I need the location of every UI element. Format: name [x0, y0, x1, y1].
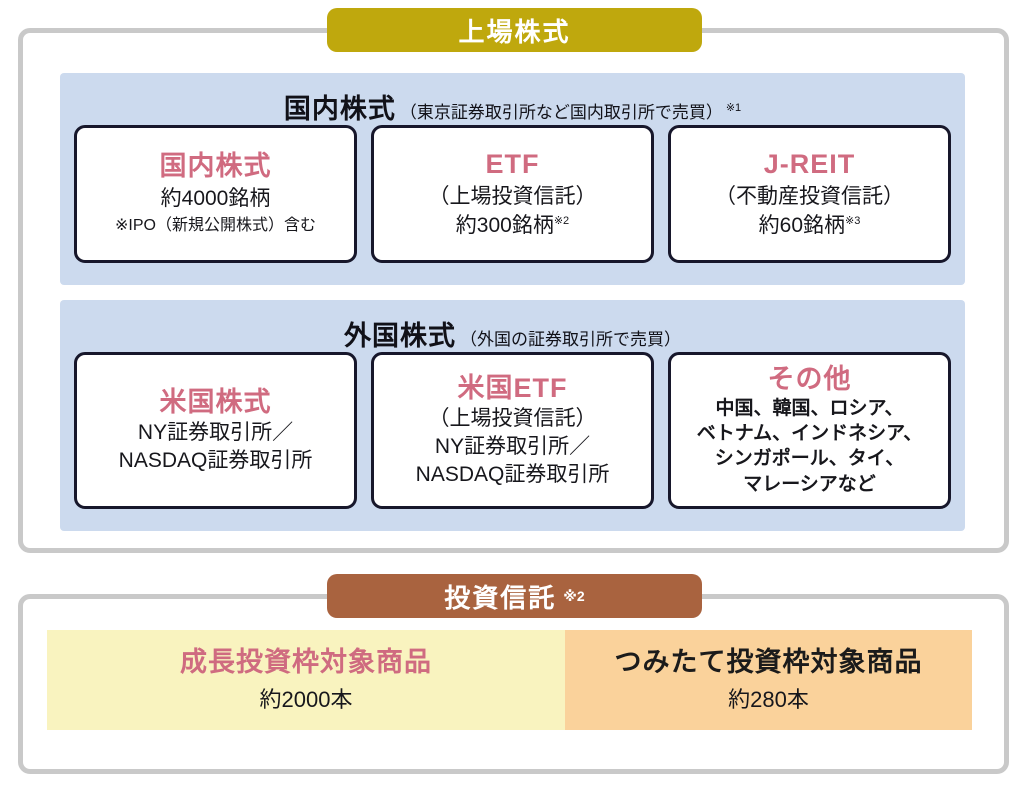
domestic-stocks-header: 国内株式 （東京証券取引所など国内取引所で売買） ※1: [60, 73, 965, 125]
growth-investment-count: 約2000本: [259, 686, 353, 712]
card-count-footnote-marker: ※2: [553, 214, 570, 227]
card-line-description: （上場投資信託）: [428, 407, 597, 431]
foreign-stocks-header: 外国株式 （外国の証券取引所で売買）: [60, 300, 965, 352]
card-line-exchange-1: NY証券取引所／: [137, 421, 294, 445]
card-line-exchange-2: NASDAQ証券取引所: [415, 463, 610, 487]
card-domestic-stocks[interactable]: 国内株式 約4000銘柄 ※IPO（新規公開株式）含む: [74, 125, 357, 263]
card-us-stocks[interactable]: 米国株式 NY証券取引所／ NASDAQ証券取引所: [74, 352, 357, 509]
domestic-stocks-title: 国内株式: [283, 94, 396, 124]
card-line-count: 約4000銘柄: [160, 186, 271, 210]
listed-stocks-section: 国内株式 （東京証券取引所など国内取引所で売買） ※1 国内株式 約4000銘柄…: [18, 28, 1009, 553]
card-line-count: 約60銘柄※3: [759, 212, 861, 239]
listed-stocks-badge: 上場株式: [327, 8, 702, 52]
card-count-footnote-marker: ※3: [845, 214, 861, 227]
card-count-text: 約300銘柄: [455, 213, 554, 237]
foreign-stocks-group: 外国株式 （外国の証券取引所で売買） 米国株式 NY証券取引所／ NASDAQ証…: [60, 300, 965, 531]
card-line-description: （上場投資信託）: [428, 184, 597, 208]
card-other-countries[interactable]: その他 中国、韓国、ロシア、 ベトナム、インドネシア、 シンガポール、タイ、 マ…: [668, 352, 951, 509]
card-title: J-REIT: [763, 148, 856, 179]
card-title: ETF: [485, 148, 540, 179]
tsumitate-investment-title: つみたて投資枠対象商品: [614, 647, 923, 678]
foreign-stocks-subtitle: （外国の証券取引所で売買）: [460, 330, 681, 349]
investment-trust-panels: 成長投資枠対象商品 約2000本 つみたて投資枠対象商品 約280本: [47, 630, 972, 730]
card-title: 米国ETF: [457, 372, 568, 403]
domestic-stocks-card-row: 国内株式 約4000銘柄 ※IPO（新規公開株式）含む ETF （上場投資信託）…: [60, 125, 965, 263]
domestic-stocks-subtitle: （東京証券取引所など国内取引所で売買）: [399, 103, 723, 122]
listed-stocks-badge-label: 上場株式: [458, 16, 571, 47]
card-count-text: 約60銘柄: [758, 213, 845, 237]
growth-investment-panel[interactable]: 成長投資枠対象商品 約2000本: [47, 630, 565, 730]
card-line-countries-1: 中国、韓国、ロシア、: [715, 397, 904, 419]
investment-trust-badge-label: 投資信託: [444, 582, 557, 613]
growth-investment-title: 成長投資枠対象商品: [180, 647, 432, 678]
investment-trust-section: 成長投資枠対象商品 約2000本 つみたて投資枠対象商品 約280本: [18, 594, 1009, 774]
foreign-stocks-card-row: 米国株式 NY証券取引所／ NASDAQ証券取引所 米国ETF （上場投資信託）…: [60, 352, 965, 509]
card-line-note: ※IPO（新規公開株式）含む: [115, 217, 316, 235]
investment-trust-badge-footnote-marker: ※2: [563, 587, 585, 604]
card-title: その他: [767, 363, 852, 394]
card-line-count: 約300銘柄※2: [456, 212, 569, 239]
card-line-countries-2: ベトナム、インドネシア、: [696, 423, 923, 445]
card-j-reit[interactable]: J-REIT （不動産投資信託） 約60銘柄※3: [668, 125, 951, 263]
card-line-exchange-2: NASDAQ証券取引所: [118, 449, 313, 473]
card-us-etf[interactable]: 米国ETF （上場投資信託） NY証券取引所／ NASDAQ証券取引所: [371, 352, 654, 509]
card-line-exchange-1: NY証券取引所／: [434, 435, 591, 459]
tsumitate-investment-panel[interactable]: つみたて投資枠対象商品 約280本: [565, 630, 972, 730]
domestic-stocks-footnote-marker: ※1: [725, 102, 742, 114]
card-line-description: （不動産投資信託）: [715, 184, 904, 208]
card-etf[interactable]: ETF （上場投資信託） 約300銘柄※2: [371, 125, 654, 263]
foreign-stocks-title: 外国株式: [344, 321, 456, 351]
card-title: 米国株式: [159, 386, 272, 417]
investment-trust-badge: 投資信託 ※2: [327, 574, 702, 618]
domestic-stocks-group: 国内株式 （東京証券取引所など国内取引所で売買） ※1 国内株式 約4000銘柄…: [60, 73, 965, 285]
card-title: 国内株式: [159, 151, 272, 182]
card-line-countries-3: シンガポール、タイ、: [714, 448, 905, 470]
card-line-countries-4: マレーシアなど: [743, 473, 876, 495]
tsumitate-investment-count: 約280本: [728, 686, 809, 712]
